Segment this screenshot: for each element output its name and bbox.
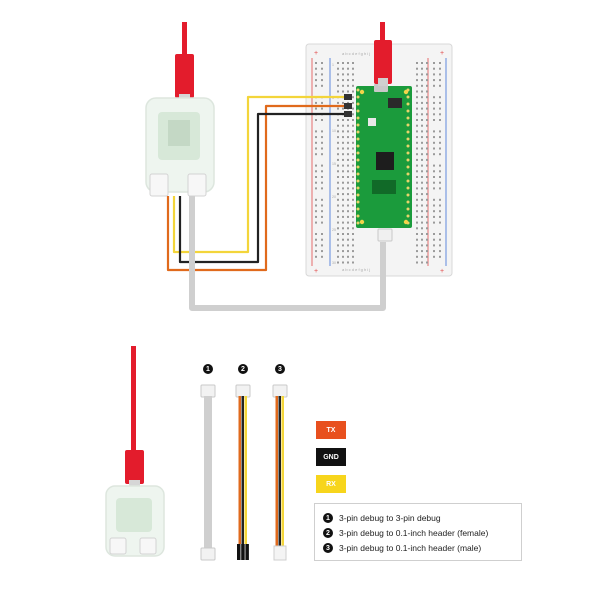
svg-text:+: + <box>314 268 318 275</box>
rx-tag: RX <box>316 475 346 493</box>
pico-pins <box>356 88 410 225</box>
legend-number-3: 3 <box>323 543 333 553</box>
svg-text:+: + <box>440 268 444 275</box>
legend-number-2: 2 <box>323 528 333 538</box>
svg-text:+: + <box>440 50 444 57</box>
legend-label-1: 3-pin debug to 3-pin debug <box>339 513 441 523</box>
breadboard-row-number: 1 <box>332 63 334 67</box>
tx-tag: TX <box>316 421 346 439</box>
breadboard-row-number: 15 <box>332 162 336 166</box>
pico-board-icon <box>356 84 412 242</box>
legend-label-2: 3-pin debug to 0.1-inch header (female) <box>339 528 489 538</box>
breadboard-columns-top: a b c d e f g h i j <box>342 51 370 56</box>
wire-grey-debug <box>189 196 386 311</box>
cable-3-illustration <box>272 384 288 561</box>
breadboard-row-number: 20 <box>332 195 336 199</box>
gnd-tag: GND <box>316 448 346 466</box>
breadboard-row-number: 25 <box>332 228 336 232</box>
legend-number-1: 1 <box>323 513 333 523</box>
uart-wires <box>166 94 386 311</box>
pico-usb-cable <box>374 22 392 86</box>
debug-probe-icon <box>145 22 215 197</box>
cable-1-marker: 1 <box>203 364 213 374</box>
legend-label-3: 3-pin debug to 0.1-inch header (male) <box>339 543 482 553</box>
cable-2-illustration <box>235 384 251 560</box>
cable-2-marker: 2 <box>238 364 248 374</box>
wire-yellow <box>172 95 350 254</box>
breadboard-columns-bottom: a b c d e f g h i j <box>342 267 370 272</box>
cable-legend: 1 3-pin debug to 3-pin debug 2 3-pin deb… <box>314 503 522 561</box>
legend-row-1: 1 3-pin debug to 3-pin debug <box>323 513 441 523</box>
svg-text:+: + <box>314 50 318 57</box>
debug-probe-bottom-icon <box>105 346 165 557</box>
legend-row-3: 3 3-pin debug to 0.1-inch header (male) <box>323 543 481 553</box>
wire-orange <box>166 104 350 272</box>
cable-3-marker: 3 <box>275 364 285 374</box>
legend-row-2: 2 3-pin debug to 0.1-inch header (female… <box>323 528 488 538</box>
breadboard-row-number: 30 <box>332 261 336 265</box>
breadboard-row-number: 10 <box>332 129 336 133</box>
cable-1-illustration <box>200 384 216 561</box>
wire-black <box>178 112 350 264</box>
